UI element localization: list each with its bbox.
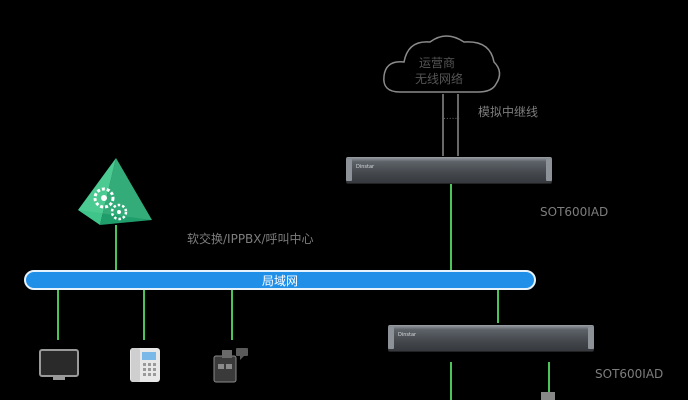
cloud-line2: 无线网络: [415, 72, 464, 86]
cloud-icon: [383, 35, 501, 93]
device-rack-icon: Dinstar: [346, 157, 552, 183]
softswitch-label: 软交换/IPPBX/呼叫中心: [187, 232, 314, 246]
device1-label: SOT600IAD: [540, 205, 609, 219]
cloud-line1: 运营商: [419, 56, 456, 70]
trunk-dots: ......: [443, 112, 461, 122]
device1-brand: Dinstar: [356, 164, 375, 170]
port-icon: [541, 392, 555, 400]
trunk-label: 模拟中继线: [478, 105, 539, 119]
ip-phone-icon: [130, 348, 160, 382]
gear-pyramid-icon: [78, 158, 152, 225]
device-rack-icon: Dinstar: [388, 325, 594, 351]
tv-icon: [39, 349, 79, 380]
device2-brand: Dinstar: [398, 332, 417, 338]
device2-label: SOT600IAD: [595, 367, 664, 381]
fax-icon: [213, 348, 248, 383]
lan-label: 局域网: [261, 273, 298, 288]
lan-bar: 局域网: [24, 270, 536, 290]
